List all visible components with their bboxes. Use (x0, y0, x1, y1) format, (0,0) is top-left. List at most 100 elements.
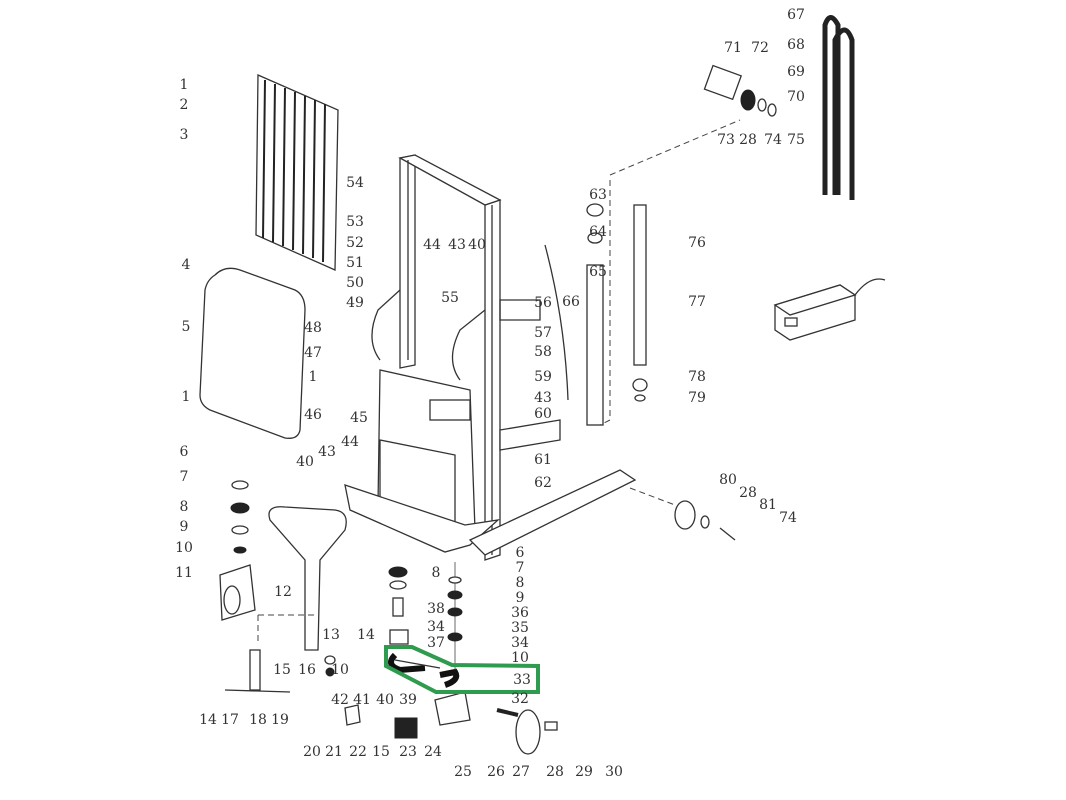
part-label-24: 24 (424, 744, 442, 760)
part-label-38: 38 (427, 601, 445, 617)
part-label-14: 14 (199, 712, 217, 728)
part-label-43: 43 (448, 237, 466, 253)
part-label-54: 54 (346, 175, 364, 191)
part-label-56: 56 (534, 295, 552, 311)
part-label-8: 8 (180, 499, 189, 515)
load-wheel-part (629, 487, 736, 541)
part-label-15: 15 (273, 662, 291, 678)
part-label-43: 43 (318, 444, 336, 460)
part-label-40: 40 (296, 454, 314, 470)
part-label-37: 37 (427, 635, 445, 651)
part-label-43: 43 (534, 390, 552, 406)
part-label-60: 60 (534, 406, 552, 422)
handle-part (224, 506, 347, 693)
part-label-32: 32 (511, 691, 529, 707)
part-label-80: 80 (719, 472, 737, 488)
cylinder-parts (544, 119, 741, 426)
part-label-65: 65 (589, 264, 607, 280)
part-label-7: 7 (180, 469, 189, 485)
part-label-52: 52 (346, 235, 364, 251)
part-label-59: 59 (534, 369, 552, 385)
part-label-35: 35 (511, 620, 529, 636)
part-label-68: 68 (787, 37, 805, 53)
part-label-75: 75 (787, 132, 805, 148)
part-label-44: 44 (423, 237, 441, 253)
part-label-15: 15 (372, 744, 390, 760)
part-label-28: 28 (739, 132, 757, 148)
part-label-18: 18 (249, 712, 267, 728)
part-label-9: 9 (180, 519, 189, 535)
part-label-10: 10 (511, 650, 529, 666)
part-label-81: 81 (759, 497, 777, 513)
part-label-30: 30 (605, 764, 623, 780)
part-label-77: 77 (688, 294, 706, 310)
part-label-62: 62 (534, 475, 552, 491)
highlight-outline (384, 645, 540, 694)
part-label-1: 1 (309, 369, 318, 385)
part-label-3: 3 (180, 127, 189, 143)
part-label-8: 8 (432, 565, 441, 581)
part-label-66: 66 (562, 294, 580, 310)
part-label-8: 8 (516, 575, 525, 591)
part-label-10: 10 (175, 540, 193, 556)
caster-part (219, 480, 256, 621)
charger-part (773, 278, 886, 341)
grid-panel-part (255, 74, 339, 271)
hose-part (822, 15, 855, 200)
part-label-76: 76 (688, 235, 706, 251)
part-label-26: 26 (487, 764, 505, 780)
part-label-34: 34 (511, 635, 529, 651)
part-label-42: 42 (331, 692, 349, 708)
part-label-9: 9 (516, 590, 525, 606)
part-label-33: 33 (513, 672, 531, 688)
part-label-73: 73 (717, 132, 735, 148)
part-label-21: 21 (325, 744, 343, 760)
part-label-47: 47 (304, 345, 322, 361)
part-label-6: 6 (516, 545, 525, 561)
part-label-14: 14 (357, 627, 375, 643)
part-label-74: 74 (779, 510, 797, 526)
part-label-40: 40 (468, 237, 486, 253)
part-label-29: 29 (575, 764, 593, 780)
part-label-36: 36 (511, 605, 529, 621)
part-label-50: 50 (346, 275, 364, 291)
part-label-41: 41 (353, 692, 371, 708)
part-label-44: 44 (341, 434, 359, 450)
part-label-39: 39 (399, 692, 417, 708)
part-label-25: 25 (454, 764, 472, 780)
part-label-2: 2 (180, 97, 189, 113)
part-label-27: 27 (512, 764, 530, 780)
mast-frame-part (371, 154, 502, 561)
part-label-13: 13 (322, 627, 340, 643)
part-label-78: 78 (688, 369, 706, 385)
part-label-34: 34 (427, 619, 445, 635)
cover-plate-part (199, 267, 306, 439)
part-label-70: 70 (787, 89, 805, 105)
part-label-49: 49 (346, 295, 364, 311)
part-label-64: 64 (589, 224, 607, 240)
part-label-11: 11 (175, 565, 193, 581)
part-label-71: 71 (724, 40, 742, 56)
part-label-20: 20 (303, 744, 321, 760)
pump-assembly-part (324, 562, 558, 755)
part-label-74: 74 (764, 132, 782, 148)
part-label-5: 5 (182, 319, 191, 335)
part-label-67: 67 (787, 7, 805, 23)
part-label-72: 72 (751, 40, 769, 56)
part-label-48: 48 (304, 320, 322, 336)
body-housing-part (344, 299, 637, 556)
part-label-45: 45 (350, 410, 368, 426)
part-label-1: 1 (180, 77, 189, 93)
part-label-28: 28 (546, 764, 564, 780)
part-label-61: 61 (534, 452, 552, 468)
part-label-6: 6 (180, 444, 189, 460)
part-label-4: 4 (182, 257, 191, 273)
part-label-79: 79 (688, 390, 706, 406)
part-label-40: 40 (376, 692, 394, 708)
part-label-22: 22 (349, 744, 367, 760)
part-label-28: 28 (739, 485, 757, 501)
part-label-10: 10 (331, 662, 349, 678)
valve-assembly-part (703, 64, 777, 117)
